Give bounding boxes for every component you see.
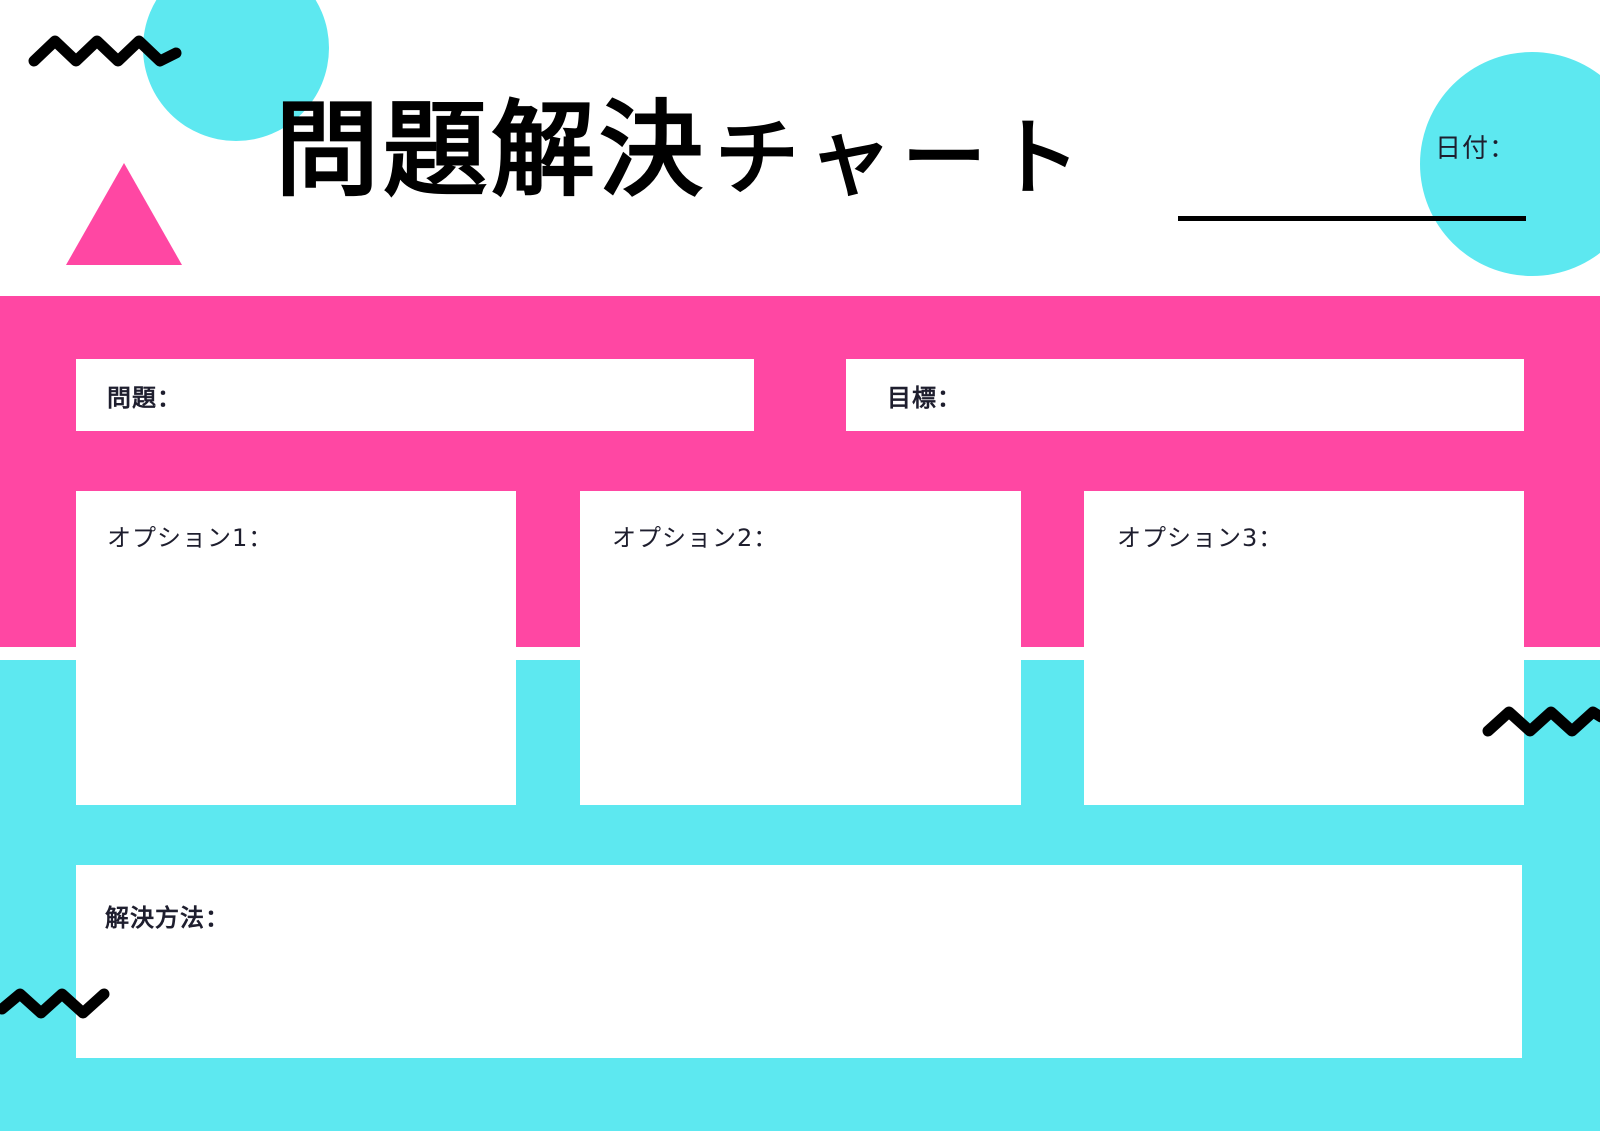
option1-label: オプション1： — [107, 524, 274, 552]
option2-label: オプション2： — [612, 524, 779, 552]
date-label: 日付： — [1435, 134, 1517, 164]
title-katakana: チャート — [715, 109, 1091, 207]
page-title: 問題解決 チャート — [275, 62, 1090, 202]
goal-label: 目標： — [887, 384, 962, 412]
zigzag-icon — [28, 35, 182, 67]
solution-field[interactable] — [76, 865, 1522, 1058]
problem-label: 問題： — [107, 384, 182, 412]
solution-label: 解決方法： — [105, 904, 230, 932]
problem-field[interactable] — [76, 359, 754, 431]
decor-circle-top-right — [1420, 52, 1600, 276]
date-line[interactable] — [1178, 216, 1526, 221]
zigzag-icon-right — [1482, 706, 1600, 737]
option3-field[interactable] — [1084, 491, 1524, 805]
goal-field[interactable] — [846, 359, 1524, 431]
title-kanji: 問題解決 — [275, 89, 708, 211]
zigzag-icon-bottom-left — [0, 988, 110, 1019]
option1-field[interactable] — [76, 491, 516, 805]
option3-label: オプション3： — [1117, 524, 1284, 552]
option2-field[interactable] — [580, 491, 1021, 805]
decor-triangle — [66, 163, 182, 265]
